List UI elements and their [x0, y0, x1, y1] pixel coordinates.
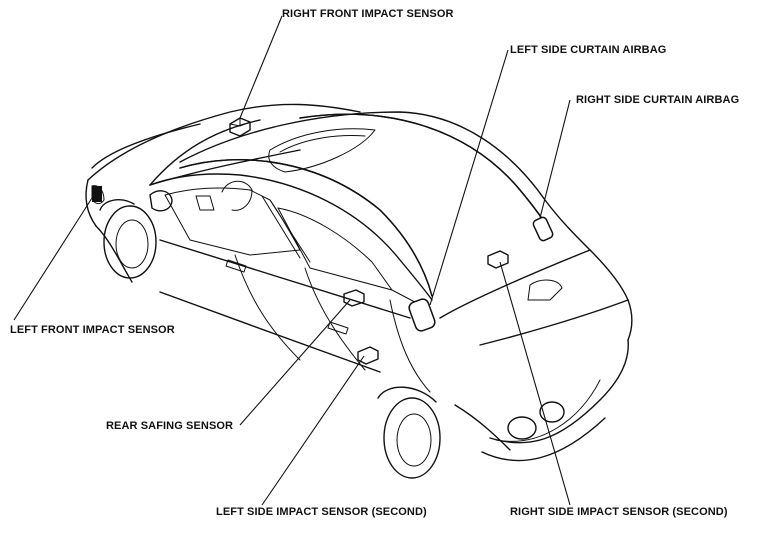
leader-right-curtain — [539, 99, 571, 219]
leader-right-front-impact — [239, 15, 283, 119]
leader-left-side-impact — [261, 355, 365, 506]
curtain-airbags — [179, 113, 554, 332]
label-right-front-impact-sensor: RIGHT FRONT IMPACT SENSOR — [282, 8, 454, 20]
label-right-side-impact-sensor-second: RIGHT SIDE IMPACT SENSOR (SECOND) — [510, 506, 728, 518]
label-left-side-impact-sensor-second: LEFT SIDE IMPACT SENSOR (SECOND) — [216, 506, 427, 518]
label-right-side-curtain-airbag: RIGHT SIDE CURTAIN AIRBAG — [576, 94, 740, 106]
leader-right-side-impact — [499, 261, 571, 506]
label-left-front-impact-sensor: LEFT FRONT IMPACT SENSOR — [10, 324, 175, 336]
leader-left-curtain — [429, 49, 509, 306]
leader-lines — [13, 15, 571, 506]
leader-rear-safing — [239, 299, 351, 426]
label-left-side-curtain-airbag: LEFT SIDE CURTAIN AIRBAG — [510, 44, 667, 56]
label-rear-safing-sensor: REAR SAFING SENSOR — [106, 420, 234, 432]
leader-left-front-impact — [13, 197, 93, 321]
